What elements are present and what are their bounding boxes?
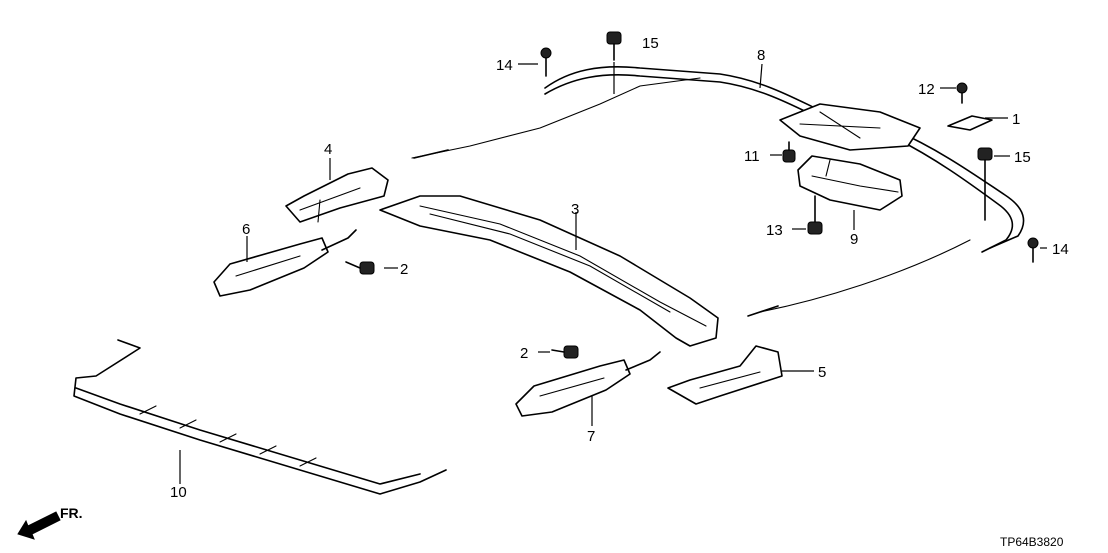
callout-14-top: 14 [496,57,513,74]
slider-left-lower [213,229,357,297]
callout-11: 11 [744,148,760,165]
screw-14-top [540,47,552,77]
callout-3: 3 [571,201,579,218]
callout-9: 9 [850,231,858,248]
callout-2-upper: 2 [400,261,408,278]
callout-15-top: 15 [642,35,659,52]
bolt-13 [807,195,823,235]
callout-14-right: 14 [1052,241,1069,258]
callout-12: 12 [918,81,935,98]
front-rail [379,195,719,347]
front-label: FR. [60,505,83,521]
sunroof-motor [797,155,903,211]
bolt-2-upper [345,261,375,275]
callout-4: 4 [324,141,332,158]
callout-8: 8 [757,47,765,64]
screw-14-right [1027,237,1039,263]
callout-6: 6 [242,221,250,238]
motor-mounting-plate [779,103,921,151]
callout-2-lower: 2 [520,345,528,362]
callout-13: 13 [766,222,783,239]
callout-15-right: 15 [1014,149,1031,166]
slider-right-lower [515,351,661,417]
bolt-11 [782,141,796,163]
front-direction-arrow-icon [17,511,61,540]
callout-7: 7 [587,428,595,445]
callout-1: 1 [1012,111,1020,128]
callout-10: 10 [170,484,187,501]
bolt-15-right [977,147,993,221]
bolt-15-top [606,31,622,61]
drive-cable-assembly [411,66,1025,317]
screw-12 [956,82,968,104]
guide-right [667,345,783,405]
cable-bracket [947,115,993,131]
callout-5: 5 [818,364,826,381]
diagram-code: TP64B3820 [1000,535,1064,549]
leader-lines [179,62,1047,484]
drain-frame [73,339,447,495]
bolt-2-lower [551,345,579,359]
slider-left-upper [285,167,389,223]
